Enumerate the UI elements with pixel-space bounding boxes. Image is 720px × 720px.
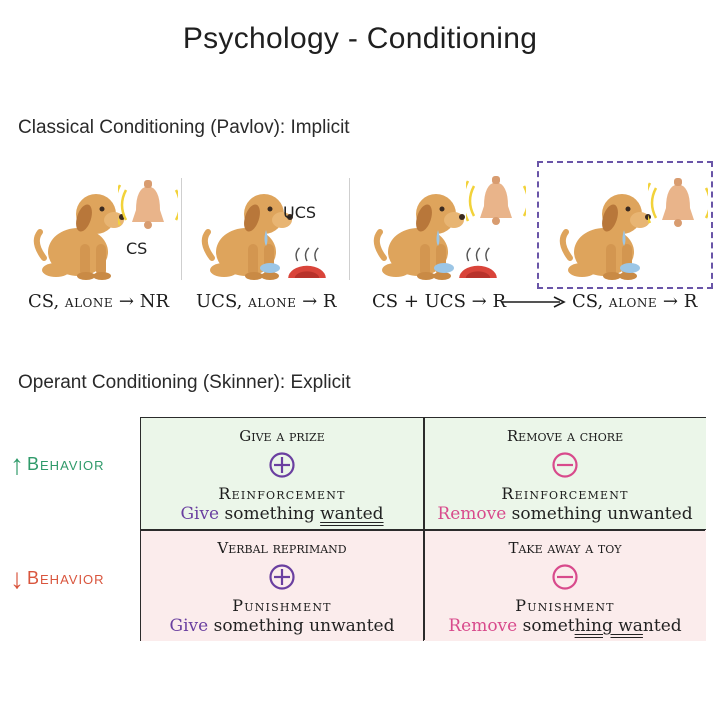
cell-kind: Reinforcement — [501, 484, 629, 503]
dog-icon — [190, 168, 350, 280]
formula-4-small: ALONE — [608, 296, 658, 310]
plus-icon — [269, 452, 295, 478]
dog-icon — [548, 168, 708, 280]
meat-icon — [456, 246, 500, 291]
bell-icon — [113, 180, 189, 245]
formula-2-main: UCS, — [196, 291, 243, 312]
cell-desc-text: something unwanted — [208, 616, 395, 636]
panel-cs-alone-conditioned — [548, 168, 708, 280]
bell-icon — [643, 178, 719, 243]
behavior-decrease-label: ↓Behavior — [10, 563, 105, 595]
operant-grid: Give a prize Reinforcement Give somethin… — [140, 417, 706, 641]
cell-description: Remove something wanted — [424, 616, 706, 636]
cell-description: Give something wanted — [141, 504, 423, 524]
formula-3-main: CS + UCS — [372, 291, 466, 312]
formula-4-result: → R — [662, 291, 698, 312]
formula-1-main: CS, — [28, 291, 60, 312]
bell-icon — [461, 176, 537, 241]
minus-icon — [552, 452, 578, 478]
formula-1-small: ALONE — [64, 296, 114, 310]
formula-1-result: → NR — [118, 291, 169, 312]
ucs-label: UCS — [283, 203, 317, 222]
cell-example: Verbal reprimand — [217, 539, 347, 557]
formula-4-main: CS, — [572, 291, 604, 312]
operant-heading: Operant Conditioning (Skinner): Explicit — [18, 372, 351, 393]
behavior-increase-text: Behavior — [27, 453, 105, 474]
dog-icon — [362, 168, 522, 280]
cell-kind: Punishment — [515, 596, 615, 615]
cell-desc-text: somet — [517, 616, 575, 636]
formula-4: CS, ALONE → R — [572, 291, 697, 312]
cell-verb: Give — [169, 616, 209, 636]
formula-3-result: → R — [471, 291, 506, 312]
cell-negative-punishment: Take away a toy Punishment Remove someth… — [424, 530, 706, 641]
cell-example: Take away a toy — [508, 539, 622, 557]
cell-desc-text: something — [219, 504, 321, 524]
cell-positive-punishment: Verbal reprimand Punishment Give somethi… — [141, 530, 423, 641]
panel-cs-ucs — [362, 168, 522, 280]
cell-positive-reinforcement: Give a prize Reinforcement Give somethin… — [141, 418, 423, 529]
divider — [349, 178, 350, 280]
cell-desc-underlined: wanted — [320, 504, 384, 524]
formula-3: CS + UCS → R — [372, 291, 506, 312]
long-arrow-icon — [502, 296, 566, 308]
behavior-decrease-text: Behavior — [27, 567, 105, 588]
minus-icon — [552, 564, 578, 590]
cell-verb: Remove — [448, 616, 518, 636]
divider — [181, 178, 182, 280]
formula-2-small: ALONE — [248, 296, 297, 310]
down-arrow-icon: ↓ — [10, 563, 25, 594]
cell-desc-underlined: hing wa — [574, 616, 643, 636]
formula-1: CS, ALONE → NR — [28, 291, 169, 312]
formula-2: UCS, ALONE → R — [196, 291, 336, 312]
panel-ucs-alone — [190, 168, 350, 280]
cs-label: CS — [126, 239, 148, 258]
cell-description: Give something unwanted — [141, 616, 423, 636]
up-arrow-icon: ↑ — [10, 449, 25, 480]
behavior-increase-label: ↑Behavior — [10, 449, 105, 481]
result-highlight-box — [537, 161, 713, 289]
classical-heading: Classical Conditioning (Pavlov): Implici… — [18, 117, 350, 138]
cell-desc-text-end: nted — [642, 616, 682, 636]
cell-verb: Remove — [437, 504, 507, 524]
cell-desc-text: something unwanted — [506, 504, 693, 524]
cell-negative-reinforcement: Remove a chore Reinforcement Remove some… — [424, 418, 706, 529]
grid-divider-horizontal — [141, 529, 705, 531]
plus-icon — [269, 564, 295, 590]
formula-2-result: → R — [302, 291, 337, 312]
cell-kind: Reinforcement — [218, 484, 346, 503]
page-title: Psychology - Conditioning — [182, 22, 538, 55]
cell-kind: Punishment — [232, 596, 332, 615]
meat-icon — [285, 246, 329, 291]
cell-example: Give a prize — [239, 427, 325, 445]
cell-verb: Give — [180, 504, 220, 524]
cell-example: Remove a chore — [506, 427, 624, 445]
cell-description: Remove something unwanted — [424, 504, 706, 524]
